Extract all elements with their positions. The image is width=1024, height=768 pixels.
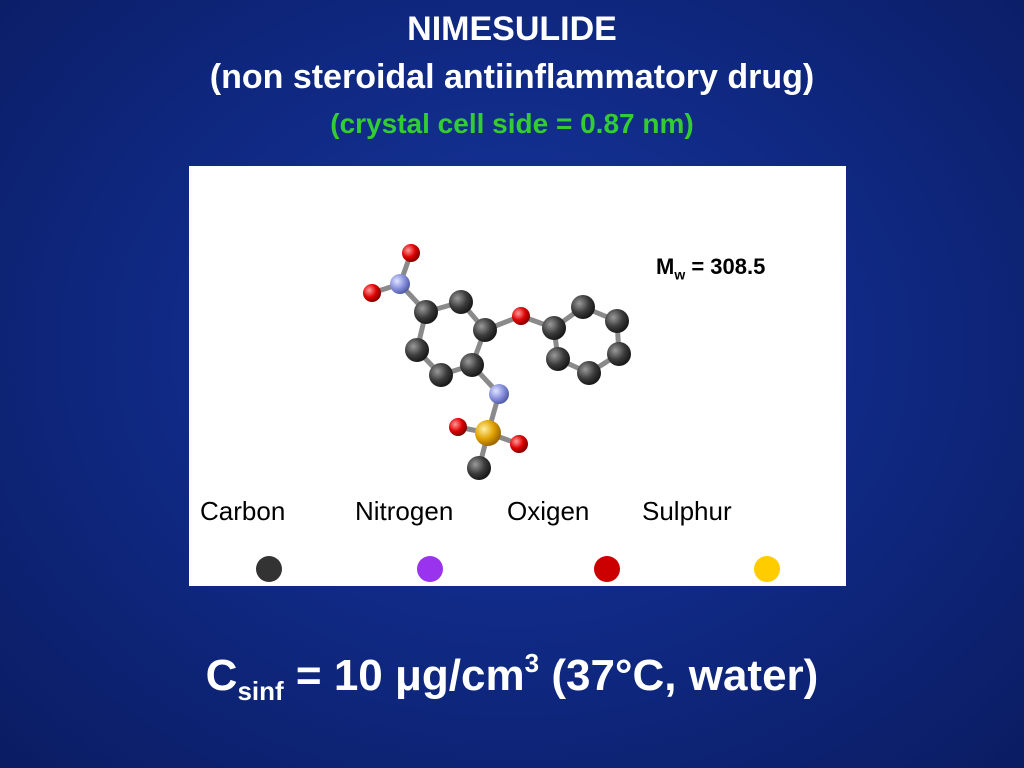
mw-subscript: w: [674, 266, 686, 283]
formula-subscript: sinf: [237, 676, 284, 706]
legend-label-sulphur: Sulphur: [642, 496, 732, 526]
formula-c: C: [205, 651, 238, 700]
legend-label-oxigen: Oxigen: [507, 496, 590, 526]
formula-tail: (37°C, water): [539, 651, 819, 700]
legend-label-carbon: Carbon: [200, 496, 286, 526]
legend-dot-nitrogen: [417, 556, 443, 582]
solubility-formula: Csinf = 10 μg/cm3 (37°C, water): [0, 648, 1024, 707]
crystal-cell-caption: (crystal cell side = 0.87 nm): [330, 108, 694, 139]
molecule-panel: Mw = 308.5 Carbon Nitrogen Oxigen Sulphu…: [189, 166, 846, 586]
molecular-weight: Mw = 308.5: [656, 254, 765, 282]
mw-symbol: M: [656, 254, 675, 279]
molecule-structure: [363, 244, 631, 480]
slide-subtitle: (non steroidal antiinflammatory drug): [209, 58, 815, 96]
molecule-atoms: [363, 244, 631, 480]
legend-dot-carbon: [256, 556, 282, 582]
legend-dot-sulphur: [754, 556, 780, 582]
formula-main: = 10 μg/cm: [283, 651, 525, 700]
legend-label-nitrogen: Nitrogen: [355, 496, 454, 526]
mw-value: = 308.5: [685, 254, 766, 279]
slide-title: NIMESULIDE: [407, 10, 617, 48]
legend-dot-oxigen: [594, 556, 620, 582]
formula-superscript: 3: [524, 648, 540, 678]
